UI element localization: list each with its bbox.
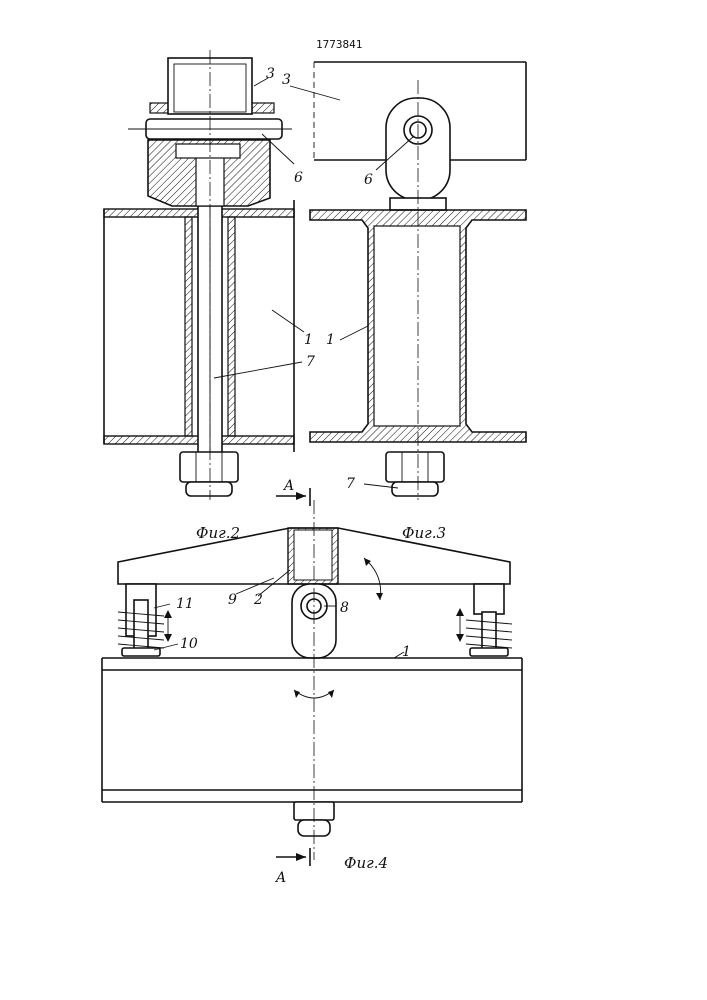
callout-10: 10 bbox=[180, 636, 198, 652]
callout-7b: 7 bbox=[346, 476, 355, 492]
patent-number: 1773841 bbox=[316, 38, 362, 51]
callout-1b: 1 bbox=[326, 332, 335, 348]
callout-3b: 3 bbox=[282, 72, 291, 88]
callout-1a: 1 bbox=[304, 332, 313, 348]
callout-11: 11 bbox=[176, 596, 194, 612]
fig4-drawing bbox=[102, 488, 522, 866]
fig3-drawing bbox=[310, 62, 526, 500]
fig4-caption: Фиг.4 bbox=[344, 854, 388, 872]
fig3-caption: Фиг.3 bbox=[402, 524, 446, 542]
section-mark-bottom: A bbox=[274, 870, 286, 886]
callout-6b: 6 bbox=[364, 172, 373, 188]
callout-8: 8 bbox=[340, 600, 349, 616]
callout-7a: 7 bbox=[306, 354, 315, 370]
fig2-drawing bbox=[104, 50, 294, 500]
section-mark-top: A bbox=[282, 478, 294, 494]
callout-1c: 1 bbox=[402, 644, 411, 660]
callout-9: 9 bbox=[228, 592, 237, 608]
callout-3a: 3 bbox=[266, 66, 275, 82]
callout-2: 2 bbox=[253, 592, 263, 608]
callout-6a: 6 bbox=[294, 170, 303, 186]
fig2-caption: Фиг.2 bbox=[196, 524, 240, 542]
